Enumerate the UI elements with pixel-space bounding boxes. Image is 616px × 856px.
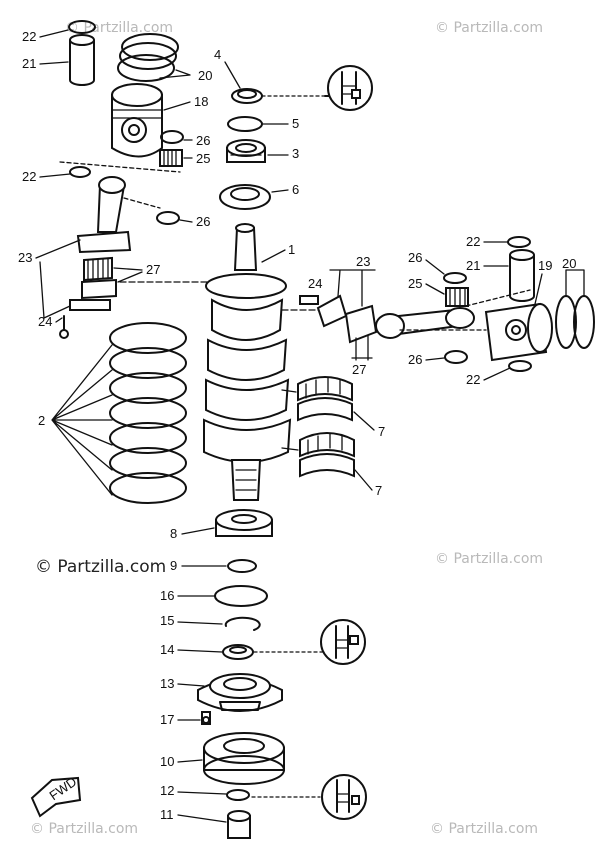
- callout-21-left: 21: [22, 56, 36, 71]
- callout-23-left: 23: [18, 250, 32, 265]
- part-connecting-rod-right: [375, 307, 475, 339]
- callout-13: 13: [160, 676, 174, 691]
- part-22-clip-left-mid: [69, 166, 91, 178]
- callout-20-right: 20: [562, 256, 576, 271]
- part-12-seal-small: [226, 789, 321, 801]
- part-22-clip-right-top: [507, 236, 531, 248]
- part-1-crankshaft: [203, 223, 292, 501]
- callout-5: 5: [292, 116, 299, 131]
- part-18-piston-left: [111, 83, 163, 158]
- part-26-washer-right-b: [444, 350, 468, 364]
- callout-25-right: 25: [408, 276, 422, 291]
- callout-1: 1: [288, 242, 295, 257]
- leader-7b: [281, 447, 299, 451]
- callout-6: 6: [292, 182, 299, 197]
- callout-7a: 7: [378, 424, 385, 439]
- callout-2: 2: [38, 413, 45, 428]
- part-25-needle-bearing-right: [445, 287, 469, 307]
- part-17-bolt: [201, 711, 211, 725]
- part-27-bearing-right: [351, 335, 373, 361]
- fwd-arrow: FWD: [30, 774, 82, 818]
- watermark-mid-right: © Partzilla.com: [435, 551, 543, 567]
- part-20-piston-rings-left: [117, 33, 191, 82]
- part-21-piston-pin-right: [509, 249, 535, 302]
- callout-27-right: 27: [352, 362, 366, 377]
- callout-26-right-b: 26: [408, 352, 422, 367]
- part-2-piston-rings: [51, 322, 187, 504]
- callout-22-right-top: 22: [466, 234, 480, 249]
- part-11-collar: [227, 810, 251, 839]
- part-26-washer-left-a: [160, 130, 184, 144]
- part-22-clip-top-left: [68, 20, 96, 34]
- part-13-oil-seal-housing: [197, 673, 283, 712]
- callout-18: 18: [194, 94, 208, 109]
- part-24-bolt-left: [59, 299, 111, 339]
- watermark-bottom-left: © Partzilla.com: [30, 821, 138, 837]
- callout-4: 4: [214, 47, 221, 62]
- part-4-oil-seal-top: [231, 88, 326, 104]
- part-22-clip-right-bottom: [508, 360, 532, 372]
- centerline-left-rod: [123, 197, 161, 209]
- callout-15: 15: [160, 613, 174, 628]
- callout-26-right-a: 26: [408, 250, 422, 265]
- callout-8: 8: [170, 526, 177, 541]
- inset-top: [324, 65, 373, 111]
- part-20-piston-rings-right: [555, 269, 595, 349]
- part-25-needle-bearing-left: [159, 149, 183, 167]
- callout-17: 17: [160, 712, 174, 727]
- part-21-piston-pin-left: [69, 34, 95, 86]
- callouts: 1 2 3 4 5 6 7 7 8 9 10 11 12 13 14 15 16: [18, 29, 576, 823]
- callout-26-left-b: 26: [196, 214, 210, 229]
- part-23-rod-cap-right: [316, 269, 378, 344]
- callout-22-top-left: 22: [22, 29, 36, 44]
- callout-3: 3: [292, 146, 299, 161]
- callout-23-right: 23: [356, 254, 370, 269]
- part-7-main-bearing-b: [299, 432, 355, 478]
- part-19-piston-right: [484, 302, 553, 362]
- part-26-washer-left-b: [156, 211, 180, 225]
- watermark-main: © Partzilla.com: [35, 557, 166, 577]
- watermark-top-right: © Partzilla.com: [435, 20, 543, 36]
- centerline-left-pin: [59, 161, 181, 173]
- callout-11: 11: [160, 807, 174, 822]
- callout-27-left: 27: [146, 262, 160, 277]
- callout-20-left: 20: [198, 68, 212, 83]
- part-3-bearing-top: [226, 139, 266, 163]
- part-26-washer-right-a: [443, 272, 467, 284]
- callout-24-right: 24: [308, 276, 322, 291]
- centerline-right-pin: [465, 289, 531, 307]
- callout-21-right: 21: [466, 258, 480, 273]
- callout-22-left-mid: 22: [22, 169, 36, 184]
- part-9-seal: [227, 559, 257, 573]
- callout-10: 10: [160, 754, 174, 769]
- callout-19: 19: [538, 258, 552, 273]
- part-14-oil-seal: [222, 644, 323, 660]
- part-8-lower-bearing: [215, 509, 273, 537]
- part-connecting-rod-left: [76, 176, 132, 254]
- inset-middle: [320, 619, 366, 665]
- part-16-o-ring: [214, 585, 268, 607]
- callout-7b: 7: [375, 483, 382, 498]
- callout-24-left: 24: [38, 314, 52, 329]
- part-7-main-bearing-a: [297, 376, 353, 422]
- part-15-circlip: [224, 616, 261, 631]
- watermark-bottom-right: © Partzilla.com: [430, 821, 538, 837]
- part-27-bearing-left: [81, 256, 117, 300]
- callout-25-left: 25: [196, 151, 210, 166]
- inset-bottom: [321, 774, 367, 820]
- callout-22-right-bottom: 22: [466, 372, 480, 387]
- part-5-o-ring: [227, 116, 263, 132]
- part-24-bolt-right: [299, 295, 319, 305]
- callout-26-left-a: 26: [196, 133, 210, 148]
- callout-9: 9: [170, 558, 177, 573]
- callout-12: 12: [160, 783, 174, 798]
- part-6-bearing-housing: [219, 184, 271, 210]
- part-10-lower-bearing: [203, 732, 285, 785]
- callout-16: 16: [160, 588, 174, 603]
- callout-14: 14: [160, 642, 174, 657]
- leader-7a: [281, 389, 297, 393]
